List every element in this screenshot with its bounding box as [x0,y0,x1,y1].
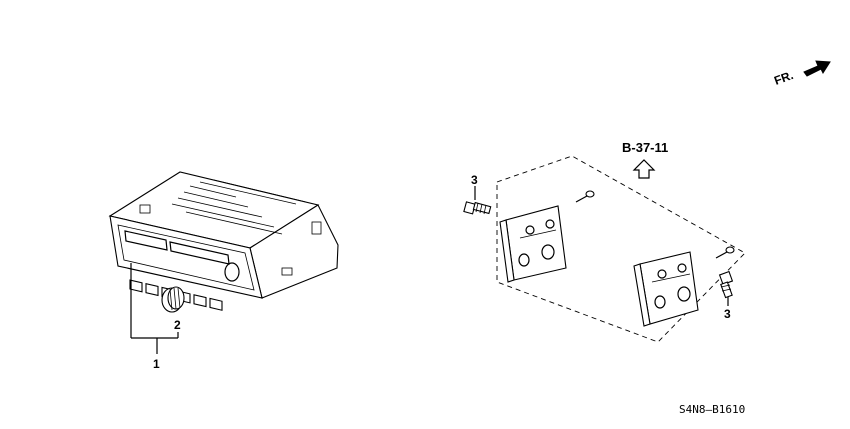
callout-1: 1 [153,357,160,371]
callout-2: 2 [174,318,181,332]
front-direction-marker: FR. [772,60,831,88]
preset-button [129,279,143,293]
preset-button [145,283,159,297]
knob [161,286,185,313]
bolt-right [718,270,734,299]
callout-3-right: 3 [724,307,731,321]
diagram-code: S4N8–B1610 [679,403,745,416]
rear-connector [281,267,293,276]
front-label: FR. [772,68,795,88]
radio-unit [108,171,339,311]
screw-upper [575,190,595,203]
bolt-left [463,201,492,215]
radio-front-bezel [117,224,255,291]
mount-kit-outline [496,155,746,343]
callout-3-left: 3 [471,173,478,187]
preset-button-row [129,279,223,311]
preset-button [193,294,207,308]
vent-slots [171,179,307,235]
bracket-left [499,205,567,283]
top-bracket-tab [139,204,151,214]
reference-label: B-37-11 [622,140,668,155]
leader-lines-left [130,263,179,354]
cassette-slot [124,230,168,251]
side-bracket-tab [311,221,322,235]
volume-socket [224,262,240,282]
preset-button [209,297,223,311]
front-arrow-icon [803,60,831,77]
reference-arrow-icon [632,159,656,179]
bracket-right [633,251,699,327]
screw-lower [715,246,735,259]
